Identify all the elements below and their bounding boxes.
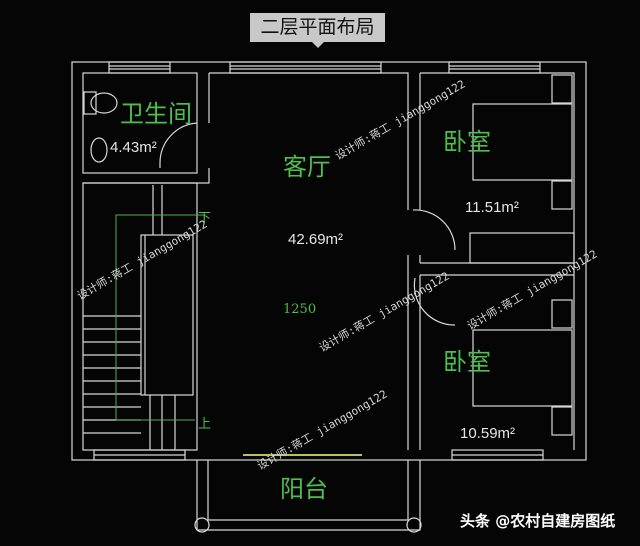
bedroom2-door — [413, 277, 456, 326]
plan-title: 二层平面布局 — [250, 13, 385, 48]
dimension-label: 1250 — [283, 302, 316, 317]
nightstand-icon — [551, 74, 573, 104]
bedroom1-label: 卧室 — [443, 128, 491, 156]
source-credit: 头条 @农村自建房图纸 — [460, 512, 616, 530]
stairs-down-label: 下 — [198, 211, 211, 226]
living-room-walls — [83, 72, 409, 450]
watermark: 设计师:蒋工 jianggong122 — [75, 217, 209, 302]
nightstand-icon — [551, 180, 573, 210]
balcony-column — [406, 517, 422, 533]
toilet-bowl-icon — [90, 92, 118, 114]
living-room-label: 客厅 — [283, 153, 331, 181]
sink-icon — [90, 137, 108, 163]
watermark: 设计师:蒋工 jianggong122 — [317, 269, 451, 354]
wardrobe — [469, 232, 575, 264]
bed-1-icon — [472, 103, 573, 181]
top-windows — [108, 61, 541, 74]
watermark: 设计师:蒋工 jianggong122 — [465, 247, 599, 332]
bottom-windows — [93, 449, 544, 461]
balcony-railing — [196, 460, 421, 531]
nightstand-icon — [551, 406, 573, 436]
bathroom-area: 4.43m² — [110, 139, 157, 156]
nightstand-icon — [551, 299, 573, 329]
bedroom2-label: 卧室 — [443, 348, 491, 376]
living-room-area: 42.69m² — [288, 231, 343, 248]
balcony-column — [194, 517, 210, 533]
living-room-door — [412, 209, 456, 251]
bedroom2-area: 10.59m² — [460, 425, 515, 442]
bedroom1-area: 11.51m² — [465, 199, 519, 216]
staircase — [82, 182, 205, 451]
toilet-icon — [83, 91, 97, 115]
bathroom-door — [159, 122, 198, 168]
balcony-label: 阳台 — [280, 475, 328, 503]
bathroom-label: 卫生间 — [120, 100, 192, 128]
bed-2-icon — [472, 329, 573, 407]
stairs-up-label: 上 — [198, 417, 211, 432]
